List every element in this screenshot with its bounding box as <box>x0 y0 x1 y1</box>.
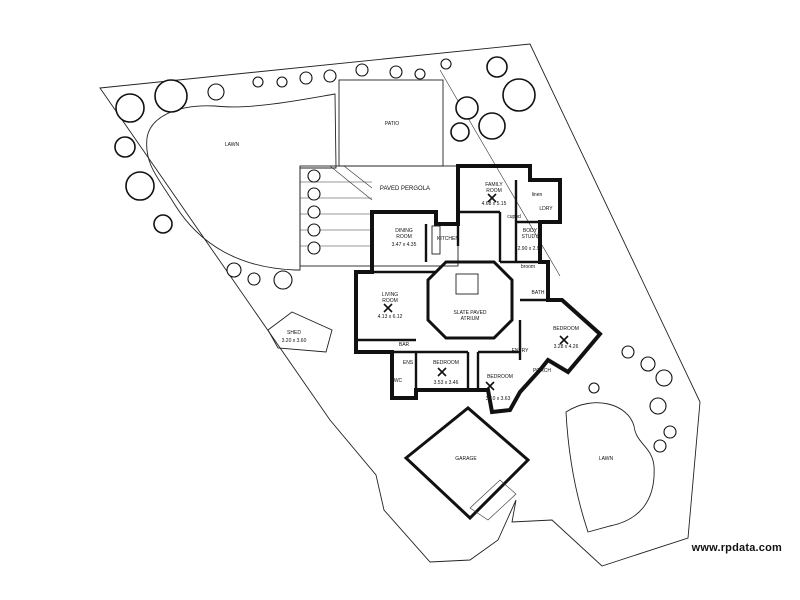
cupboard-label: cupbd <box>507 214 521 220</box>
garage-bay <box>469 479 517 521</box>
ceiling-fan-icons <box>383 193 569 391</box>
house-outer-wall <box>354 164 603 415</box>
family-room-dim: 4.68 x 5.15 <box>482 201 507 207</box>
atrium-walls <box>426 260 514 340</box>
interior-walls <box>356 180 548 390</box>
lawn-right-label: LAWN <box>599 456 614 462</box>
ens-label: ENS <box>403 360 414 366</box>
rpdata-watermark: www.rpdata.com <box>691 542 782 554</box>
living-room-label-2: ROOM <box>382 298 398 304</box>
shed-dim: 3.20 x 3.60 <box>282 338 307 344</box>
bedroom2-label: BEDROOM <box>433 360 459 366</box>
atrium-planter <box>455 273 479 295</box>
atrium-label-2: ATRIUM <box>461 316 480 322</box>
bedroom3-dim: 3.10 x 3.63 <box>486 396 511 402</box>
dining-dim: 3.47 x 4.35 <box>392 242 417 248</box>
garden-trees <box>114 56 677 453</box>
kitchen-label: KITCHEN <box>437 236 459 242</box>
dining-room-label-1: DINING <box>395 228 413 234</box>
entry-label: ENTRY <box>512 348 530 354</box>
living-dim: 4.13 x 6.12 <box>378 314 403 320</box>
lawn-right-outline <box>565 402 655 533</box>
shed-label: SHED <box>287 330 301 336</box>
kitchen-bench <box>431 225 441 255</box>
lawn-top-label: LAWN <box>225 142 240 148</box>
study-label-2: STUDY <box>522 234 540 240</box>
porch-label: PORCH <box>533 368 551 374</box>
bedroom2-dim: 3.53 x 3.46 <box>434 380 459 386</box>
broom-label: broom <box>521 264 535 270</box>
lot-boundary <box>99 43 701 567</box>
linen-label: linen <box>532 192 543 198</box>
lawn-top-outline <box>146 93 337 271</box>
pergola-posts <box>307 169 321 255</box>
dining-room-label-2: ROOM <box>396 234 412 240</box>
bar-label: BAR <box>399 342 410 348</box>
bedroom1-dim: 3.28 x 4.26 <box>554 344 579 350</box>
study-dim: 2.90 x 2.90 <box>518 246 543 252</box>
living-room-label-1: LIVING <box>382 292 399 298</box>
pergola-label: PAVED PERGOLA <box>380 186 430 192</box>
laundry-label: LDRY <box>539 206 553 212</box>
garage <box>403 406 531 521</box>
bedroom3-label: BEDROOM <box>487 374 513 380</box>
garage-label: GARAGE <box>455 456 477 462</box>
study-label-1: BODY <box>523 228 538 234</box>
shed <box>267 311 333 353</box>
bedroom1-label: BEDROOM <box>553 326 579 332</box>
patio-label: PATIO <box>385 121 399 127</box>
atrium-label-1: SLATE PAVED <box>453 310 486 316</box>
family-room-label-2: ROOM <box>486 188 502 194</box>
family-room-label-1: FAMILY <box>485 182 503 188</box>
bath-label: BATH <box>532 290 545 296</box>
wc-label: WC <box>394 378 403 384</box>
